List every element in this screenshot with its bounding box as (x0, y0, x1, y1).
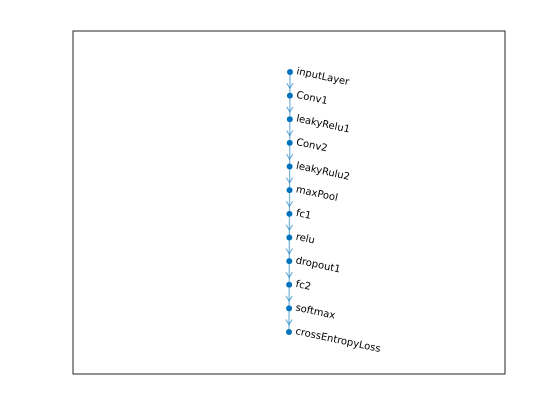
nodes-layer (286, 69, 293, 335)
arrowhead-fc2 (285, 271, 293, 279)
node-label-fc2: fc2 (295, 279, 312, 293)
arrowhead-cross-entropy-loss (285, 319, 293, 326)
node-max-pool (286, 187, 293, 194)
node-leaky-rulu2 (286, 163, 293, 170)
node-fc2 (286, 281, 293, 288)
node-conv2 (286, 139, 293, 146)
arrowhead-softmax (285, 295, 293, 302)
arrowhead-dropout1 (285, 248, 293, 255)
node-conv1 (286, 92, 293, 99)
arrowhead-leaky-relu1 (286, 106, 294, 113)
node-fc1 (286, 210, 293, 217)
arrowhead-leaky-rulu2 (285, 153, 294, 161)
arrowhead-conv1 (286, 82, 294, 90)
node-dropout1 (286, 258, 293, 265)
arrowhead-conv2 (286, 130, 294, 137)
node-leaky-relu1 (286, 116, 293, 123)
node-label-relu: relu (295, 232, 316, 247)
node-softmax (286, 305, 293, 312)
node-input-layer (287, 69, 293, 75)
node-cross-entropy-loss (286, 329, 292, 335)
node-relu (286, 234, 293, 241)
arrowhead-max-pool (285, 177, 294, 184)
arrowhead-relu (285, 224, 294, 232)
edges-layer (285, 74, 294, 330)
node-label-fc1: fc1 (295, 208, 312, 222)
arrowhead-fc1 (285, 200, 294, 208)
